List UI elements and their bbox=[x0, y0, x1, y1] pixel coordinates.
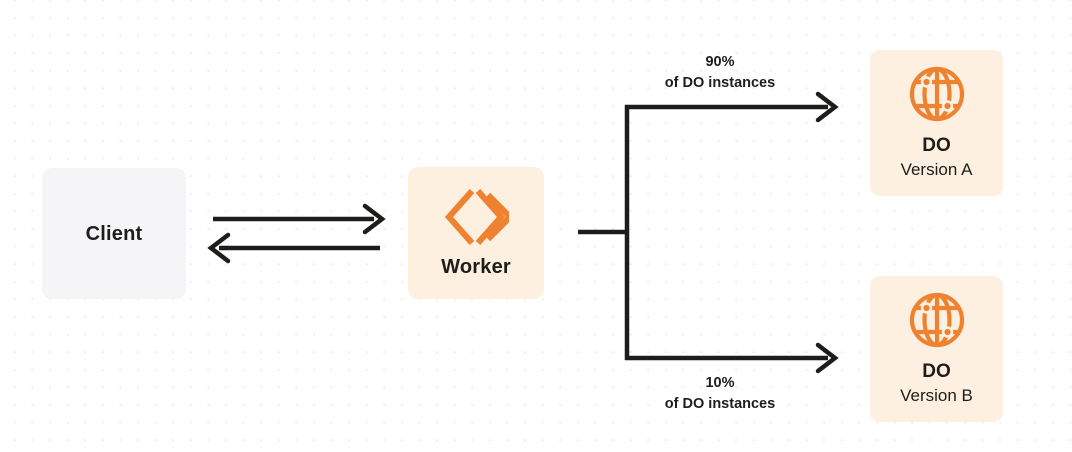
node-do-b-label: DO bbox=[922, 361, 951, 383]
edge-label-10-percent-caption: of DO instances bbox=[664, 396, 776, 413]
globe-icon bbox=[909, 292, 964, 348]
node-worker-label: Worker bbox=[441, 256, 511, 278]
edge-worker-to-do-b bbox=[625, 342, 839, 374]
edge-worker-split-bracket bbox=[578, 105, 630, 360]
node-do-b-sublabel: Version B bbox=[900, 385, 973, 405]
edge-label-10-percent-value: 10% bbox=[705, 375, 735, 391]
globe-icon bbox=[909, 66, 964, 122]
node-client[interactable]: Client bbox=[42, 168, 186, 299]
edge-label-90-percent-value: 90% bbox=[705, 54, 735, 70]
node-do-version-b[interactable]: DO Version B bbox=[870, 276, 1003, 422]
edge-worker-to-client bbox=[207, 232, 380, 264]
edge-label-10-percent: 10% of DO instances bbox=[570, 373, 870, 415]
edge-worker-to-do-a bbox=[625, 91, 839, 123]
node-do-a-label: DO bbox=[922, 135, 951, 157]
cloudflare-workers-icon bbox=[444, 188, 509, 246]
edge-client-to-worker bbox=[213, 203, 386, 235]
node-client-label: Client bbox=[85, 222, 143, 245]
node-do-version-a[interactable]: DO Version A bbox=[870, 50, 1003, 196]
edge-label-90-percent-caption: of DO instances bbox=[664, 75, 776, 92]
node-do-a-sublabel: Version A bbox=[900, 159, 973, 179]
edge-label-90-percent: 90% of DO instances bbox=[570, 52, 870, 94]
node-worker[interactable]: Worker bbox=[408, 167, 544, 299]
